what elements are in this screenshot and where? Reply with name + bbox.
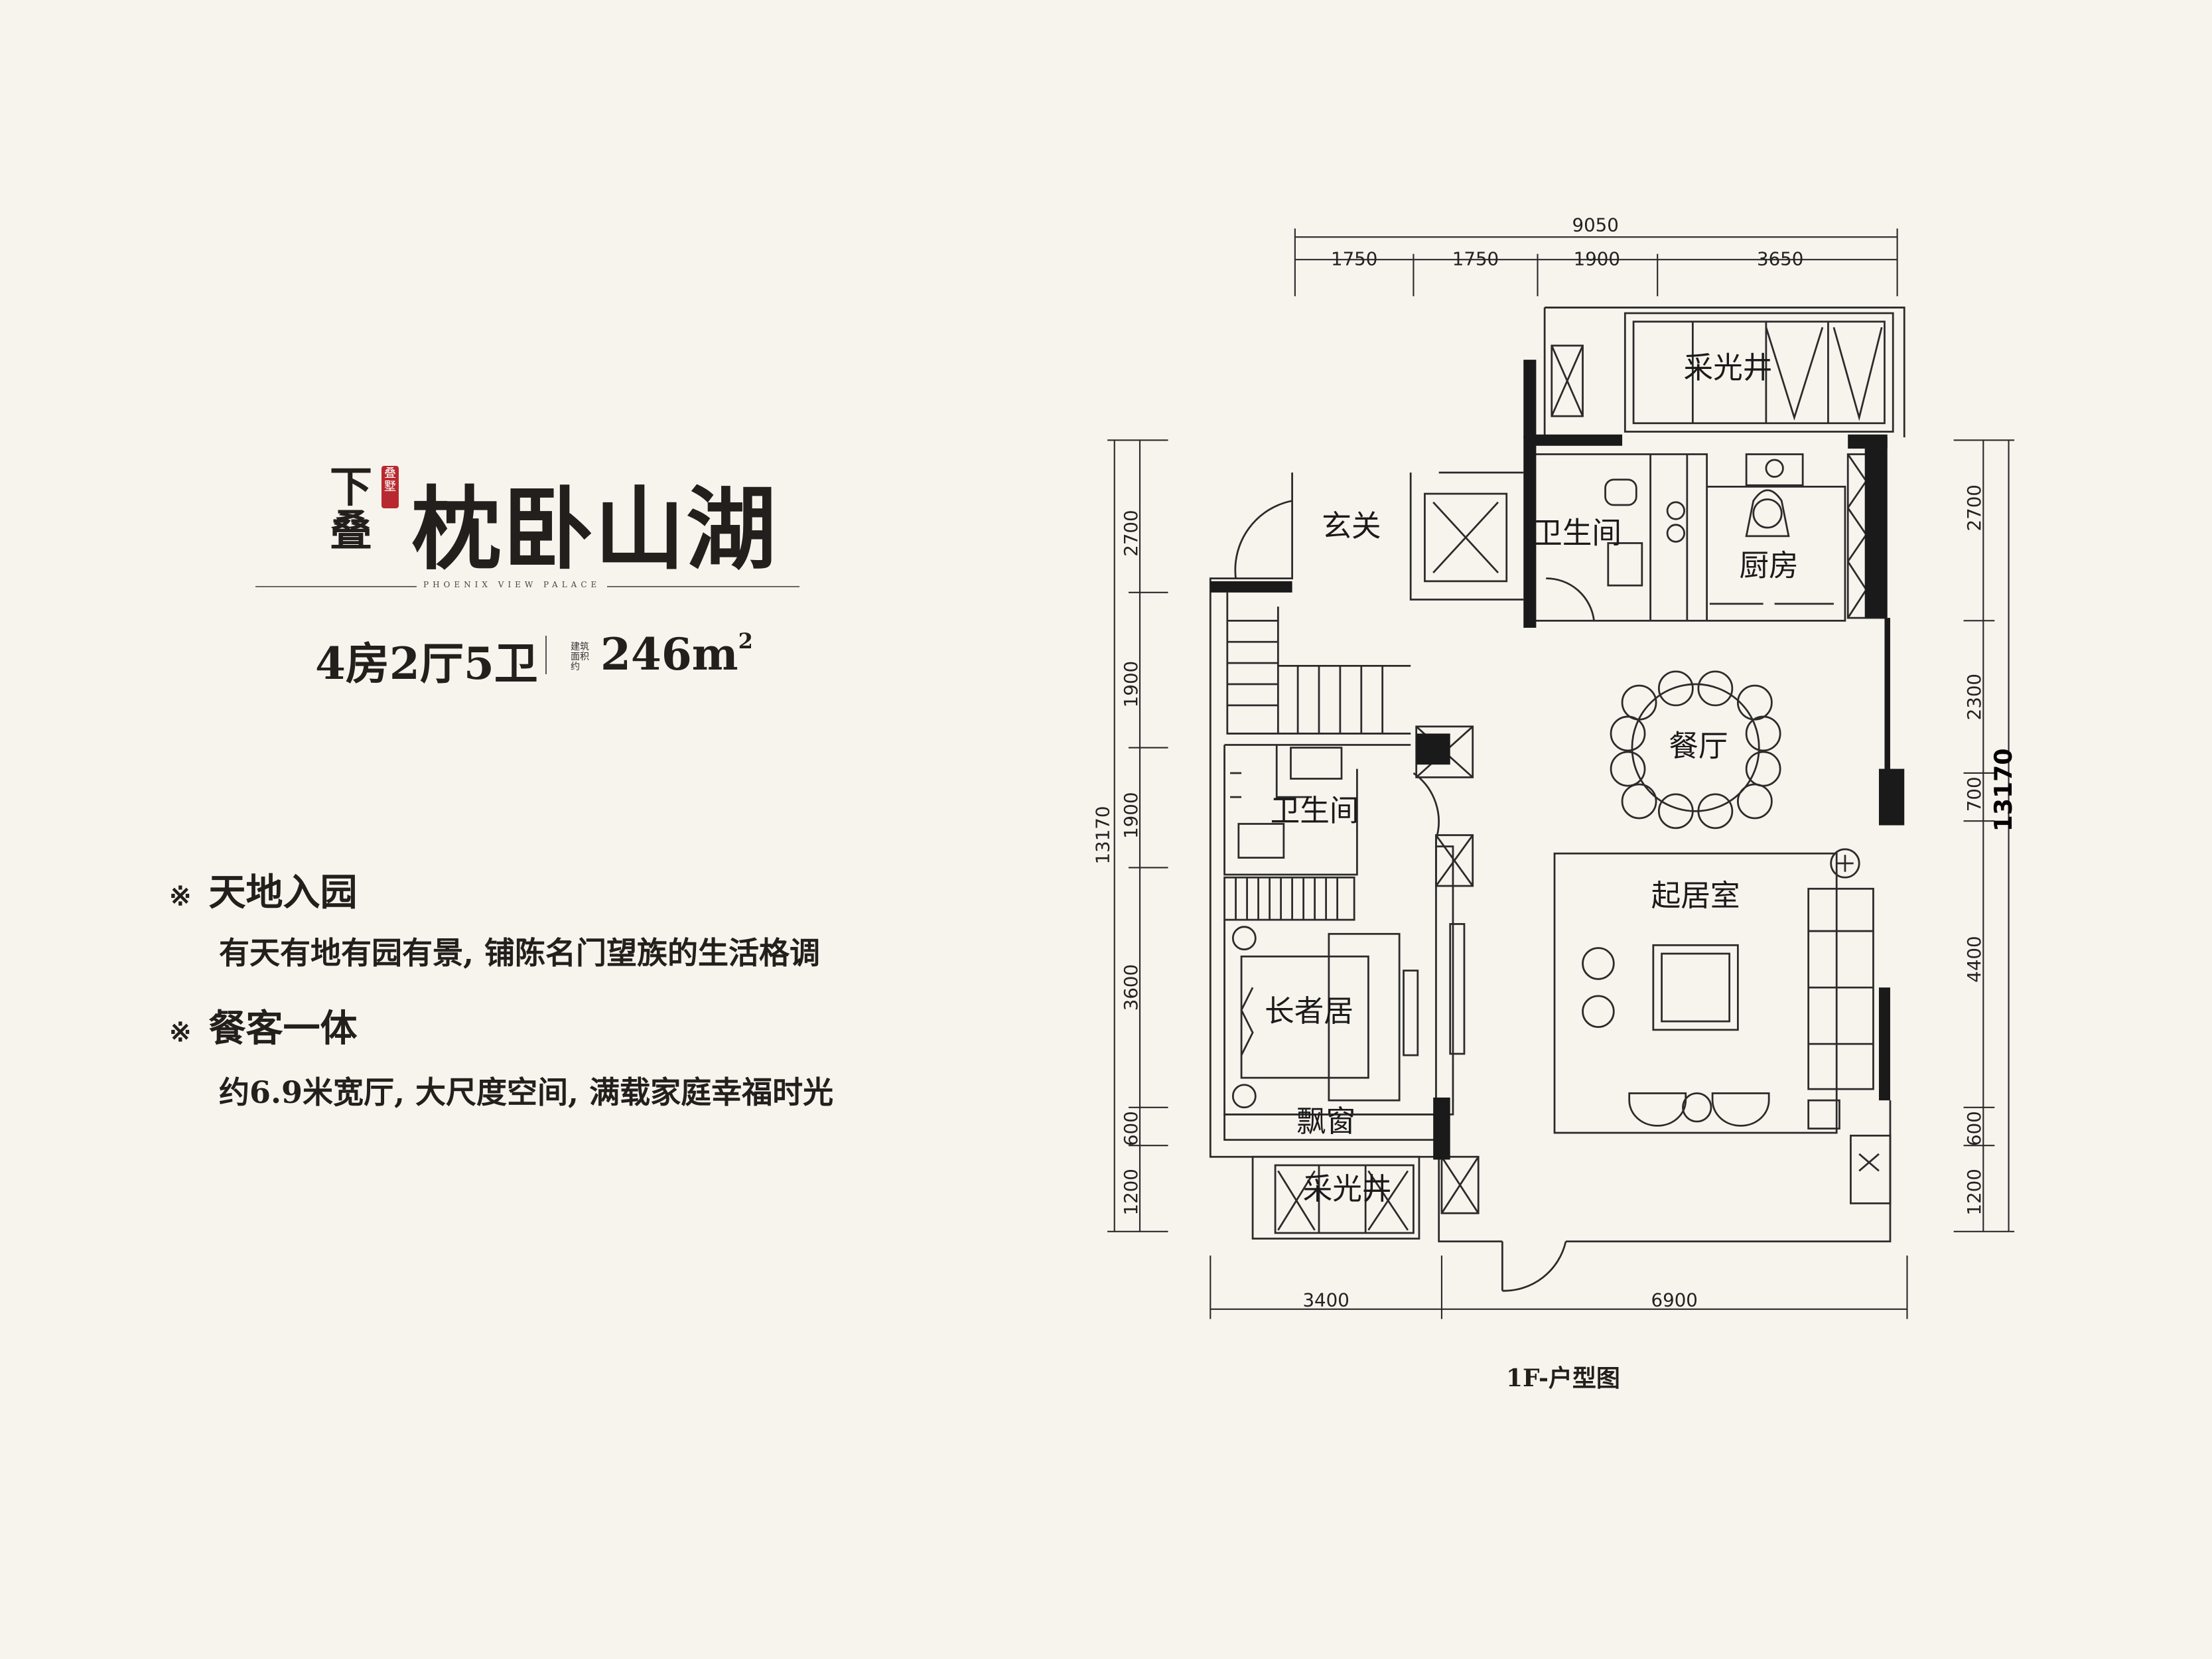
feature-1-title: ※天地入园 xyxy=(169,871,358,914)
dim-top-1: 1750 xyxy=(1331,248,1377,270)
feature-1-desc: 有天有地有园有景, 铺陈名门望族的生活格调 xyxy=(219,935,821,971)
bed xyxy=(1240,955,1369,1079)
label-living: 起居室 xyxy=(1651,879,1740,913)
label-bath-top: 卫生间 xyxy=(1533,516,1622,550)
feature-2-desc: 约6.9米宽厅, 大尺度空间, 满载家庭幸福时光 xyxy=(219,1074,834,1110)
dimension-lines xyxy=(1107,228,2015,1319)
garden-door-swing xyxy=(1502,1241,1567,1292)
label-dining: 餐厅 xyxy=(1669,729,1728,763)
dim-right-1: 2700 xyxy=(1963,484,1985,531)
dim-right-6: 1200 xyxy=(1963,1169,1985,1215)
seal-stamp: 叠墅 xyxy=(381,466,399,508)
dim-right-4: 4400 xyxy=(1963,936,1985,982)
label-kitchen: 厨房 xyxy=(1740,548,1799,583)
dim-left-4: 3600 xyxy=(1120,964,1142,1011)
lightwell-bottom-frame xyxy=(1251,1155,1420,1240)
dim-left-1: 2700 xyxy=(1120,510,1142,556)
project-name: 枕卧山湖 xyxy=(411,476,778,583)
living-rug xyxy=(1553,852,1838,1134)
dim-top-3: 1900 xyxy=(1574,248,1620,270)
dim-left-5: 600 xyxy=(1120,1111,1142,1146)
sub-brand: PHOENIX VIEW PALACE xyxy=(417,580,608,589)
plan-caption: 1F-户型图 xyxy=(1506,1364,1620,1392)
area-label: 建筑 面积约 xyxy=(571,642,589,672)
entry-door-swing xyxy=(1234,500,1292,579)
feature-2-title: ※餐客一体 xyxy=(169,1007,358,1050)
dim-left-2: 1900 xyxy=(1120,661,1142,707)
feature-2: ※餐客一体 xyxy=(169,999,358,1052)
coffee-table xyxy=(1652,944,1739,1031)
sofa xyxy=(1807,887,1874,1090)
feature-1: ※天地入园 xyxy=(169,863,358,916)
dim-right-5: 600 xyxy=(1963,1111,1985,1146)
dim-left-6: 1200 xyxy=(1120,1169,1142,1215)
label-lightwell-bottom: 采光井 xyxy=(1303,1172,1392,1206)
type-label: 下叠 xyxy=(330,463,372,556)
wardrobe xyxy=(1223,876,1355,921)
label-bay-window: 飘窗 xyxy=(1296,1104,1355,1139)
summary-divider xyxy=(545,636,547,674)
dim-bottom-2: 6900 xyxy=(1651,1289,1698,1311)
layout-summary: 4房2厅5卫 xyxy=(315,638,538,689)
stairs xyxy=(1226,592,1411,735)
area-value: 246m2 xyxy=(600,628,753,680)
dim-top-total: 9050 xyxy=(1572,214,1619,236)
outer-outline xyxy=(1209,307,1905,1243)
dim-left-3: 1900 xyxy=(1120,792,1142,839)
elevator xyxy=(1424,492,1508,583)
lightwell-top-frame xyxy=(1624,312,1894,433)
dining-table xyxy=(1631,683,1760,812)
kitchen-chef-figure xyxy=(1752,498,1783,529)
dim-right-total: 13170 xyxy=(1989,749,2018,832)
dim-bottom-1: 3400 xyxy=(1302,1289,1349,1311)
dim-top-4: 3650 xyxy=(1757,248,1803,270)
label-elder-room: 长者居 xyxy=(1265,994,1353,1029)
dim-top-2: 1750 xyxy=(1452,248,1499,270)
label-bath-left: 卫生间 xyxy=(1271,794,1359,828)
dim-right-3: 700 xyxy=(1963,776,1985,812)
label-lightwell-top: 采光井 xyxy=(1684,351,1773,386)
structural-walls xyxy=(1210,360,1905,1160)
dim-right-2: 2300 xyxy=(1963,674,1985,720)
dim-left-total: 13170 xyxy=(1091,806,1113,865)
label-entrance: 玄关 xyxy=(1322,509,1381,543)
